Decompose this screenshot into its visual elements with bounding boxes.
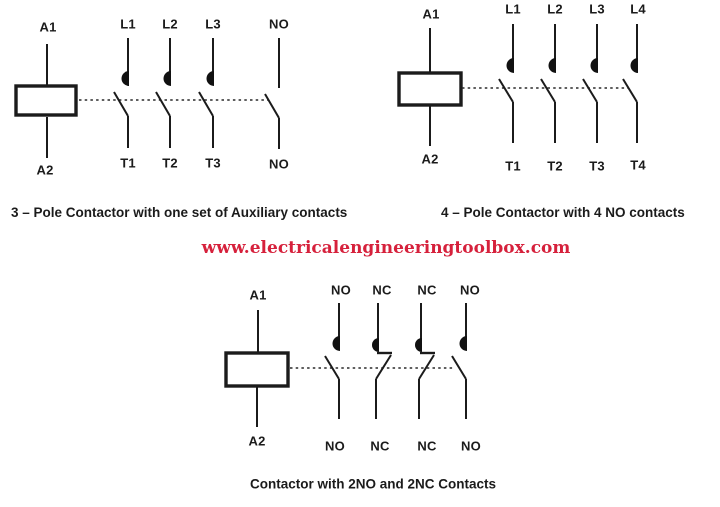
nc-contact: [415, 303, 435, 419]
line-terminal-label: L2: [162, 16, 178, 32]
load-terminal-label: T1: [505, 158, 521, 174]
contact-point-dot: [590, 58, 598, 73]
contact-blade: [622, 78, 638, 103]
load-terminal-label: T2: [547, 158, 563, 174]
contact-type-label: NC: [417, 438, 437, 454]
load-terminal-label: T3: [589, 158, 605, 174]
no-main-contact: [540, 24, 556, 143]
line-terminal-label: L3: [589, 1, 605, 17]
contact-type-label: NC: [417, 282, 437, 298]
contact-blade: [324, 355, 340, 380]
contact-blade: [375, 354, 392, 380]
contact-point-dot: [372, 338, 379, 352]
website-url-text: www.electricalengineeringtoolbox.com: [201, 238, 571, 258]
contact-blade: [113, 91, 129, 117]
load-terminal-label: T4: [630, 157, 646, 173]
load-terminal-label: T3: [205, 155, 221, 171]
line-terminal-label: L2: [547, 1, 563, 17]
load-terminal-label: T1: [120, 155, 136, 171]
diagram-caption-2no2nc: Contactor with 2NO and 2NC Contacts: [249, 476, 497, 492]
no-contact: [451, 303, 467, 419]
aux-contact-label: NO: [269, 156, 289, 172]
contact-blade: [264, 93, 280, 119]
coil-terminal-label: A1: [39, 19, 57, 35]
diagram-caption-3pole: 3 – Pole Contactor with one set of Auxil…: [11, 205, 348, 220]
no-main-contact: [113, 38, 129, 148]
contact-blade: [540, 78, 556, 103]
contact-type-label: NC: [370, 438, 390, 454]
contact-type-label: NC: [372, 282, 392, 298]
contact-blade: [582, 78, 598, 103]
load-terminal-label: T2: [162, 155, 178, 171]
no-auxiliary-contact: [264, 38, 280, 149]
aux-contact-label: NO: [269, 16, 289, 32]
contact-point-dot: [415, 338, 422, 352]
no-main-contact: [155, 38, 171, 148]
contact-blade: [451, 355, 467, 380]
contact-point-dot: [332, 336, 340, 351]
contact-type-label: NO: [331, 282, 351, 298]
contact-type-label: NO: [461, 438, 481, 454]
contact-blade: [155, 91, 171, 117]
no-main-contact: [582, 24, 598, 143]
no-main-contact: [198, 38, 214, 148]
contact-blade: [498, 78, 514, 103]
contact-point-dot: [206, 71, 214, 86]
contact-point-dot: [163, 71, 171, 86]
nc-contact: [372, 303, 392, 419]
contact-type-label: NO: [325, 438, 345, 454]
coil-terminal-label: A1: [249, 287, 267, 303]
diagram-caption-4pole: 4 – Pole Contactor with 4 NO contacts: [441, 205, 685, 220]
contact-blade: [198, 91, 214, 117]
line-terminal-label: L1: [120, 16, 136, 32]
coil-symbol-3pole: [14, 44, 78, 158]
line-terminal-label: L3: [205, 16, 221, 32]
line-terminal-label: L4: [630, 1, 646, 17]
no-contact: [324, 303, 340, 419]
coil-symbol-2no2nc: [224, 310, 290, 427]
no-main-contact: [498, 24, 514, 143]
coil-terminal-label: A2: [421, 151, 439, 167]
line-terminal-label: L1: [505, 1, 521, 17]
coil-terminal-label: A2: [36, 162, 54, 178]
contact-point-dot: [630, 58, 638, 73]
coil-terminal-label: A2: [248, 433, 266, 449]
contact-type-label: NO: [460, 282, 480, 298]
coil-symbol-4pole: [397, 28, 463, 146]
contact-point-dot: [459, 336, 467, 351]
no-main-contact: [622, 24, 638, 143]
contact-point-dot: [548, 58, 556, 73]
coil-terminal-label: A1: [422, 6, 440, 22]
contact-blade: [418, 354, 435, 380]
contact-point-dot: [506, 58, 514, 73]
contact-point-dot: [121, 71, 129, 86]
